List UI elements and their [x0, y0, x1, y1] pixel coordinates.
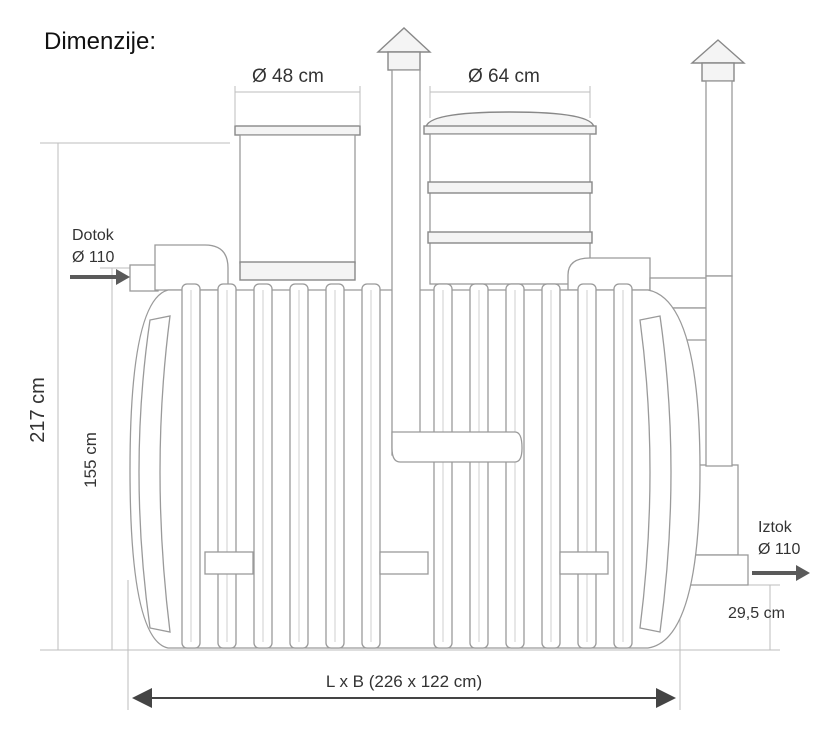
- total-height-label: 217 cm: [27, 377, 49, 443]
- cover-left-label: Ø 48 cm: [252, 66, 324, 87]
- outlet-height-label: 29,5 cm: [728, 605, 785, 622]
- center-vent-pipe: [376, 27, 523, 463]
- length-width-label: L x B (226 x 122 cm): [326, 672, 482, 691]
- inlet-pipe: [129, 244, 229, 292]
- inlet-name-label: Dotok: [72, 227, 115, 244]
- inlet-diameter-label: Ø 110: [72, 249, 115, 266]
- right-vent-pipe: [690, 39, 746, 467]
- outlet-arrow-icon: [796, 565, 810, 581]
- tank-foot-1: [204, 551, 254, 575]
- cover-right-label: Ø 64 cm: [468, 66, 540, 87]
- flow-arrows: [70, 269, 810, 581]
- tank-height-label: 155 cm: [81, 432, 100, 488]
- outlet-name-label: Iztok: [758, 519, 793, 536]
- diagram-title: Dimenzije:: [44, 28, 157, 55]
- tank-foot-2: [379, 551, 429, 575]
- tank-ribs: [181, 283, 633, 649]
- outlet-diameter-label: Ø 110: [758, 541, 801, 558]
- right-manhole-riser: [423, 111, 597, 285]
- inlet-arrow-icon: [116, 269, 130, 285]
- tank-foot-3: [559, 551, 609, 575]
- dimension-lines: [40, 86, 780, 710]
- left-manhole-riser: [234, 125, 361, 281]
